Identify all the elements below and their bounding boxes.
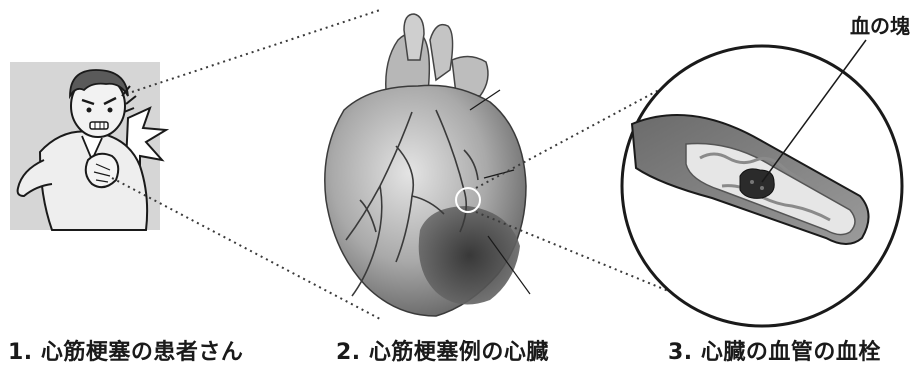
caption-patient: 1. 心筋梗塞の患者さん <box>8 334 243 366</box>
clot-label: 血の塊 <box>850 10 910 39</box>
caption-heart: 2. 心筋梗塞例の心臓 <box>336 334 549 366</box>
heart-illustration <box>325 14 530 316</box>
patient-hand <box>86 154 119 187</box>
vessel-illustration <box>622 40 902 326</box>
caption-vessel: 3. 心臓の血管の血栓 <box>668 334 881 366</box>
patient-illustration <box>10 62 166 230</box>
